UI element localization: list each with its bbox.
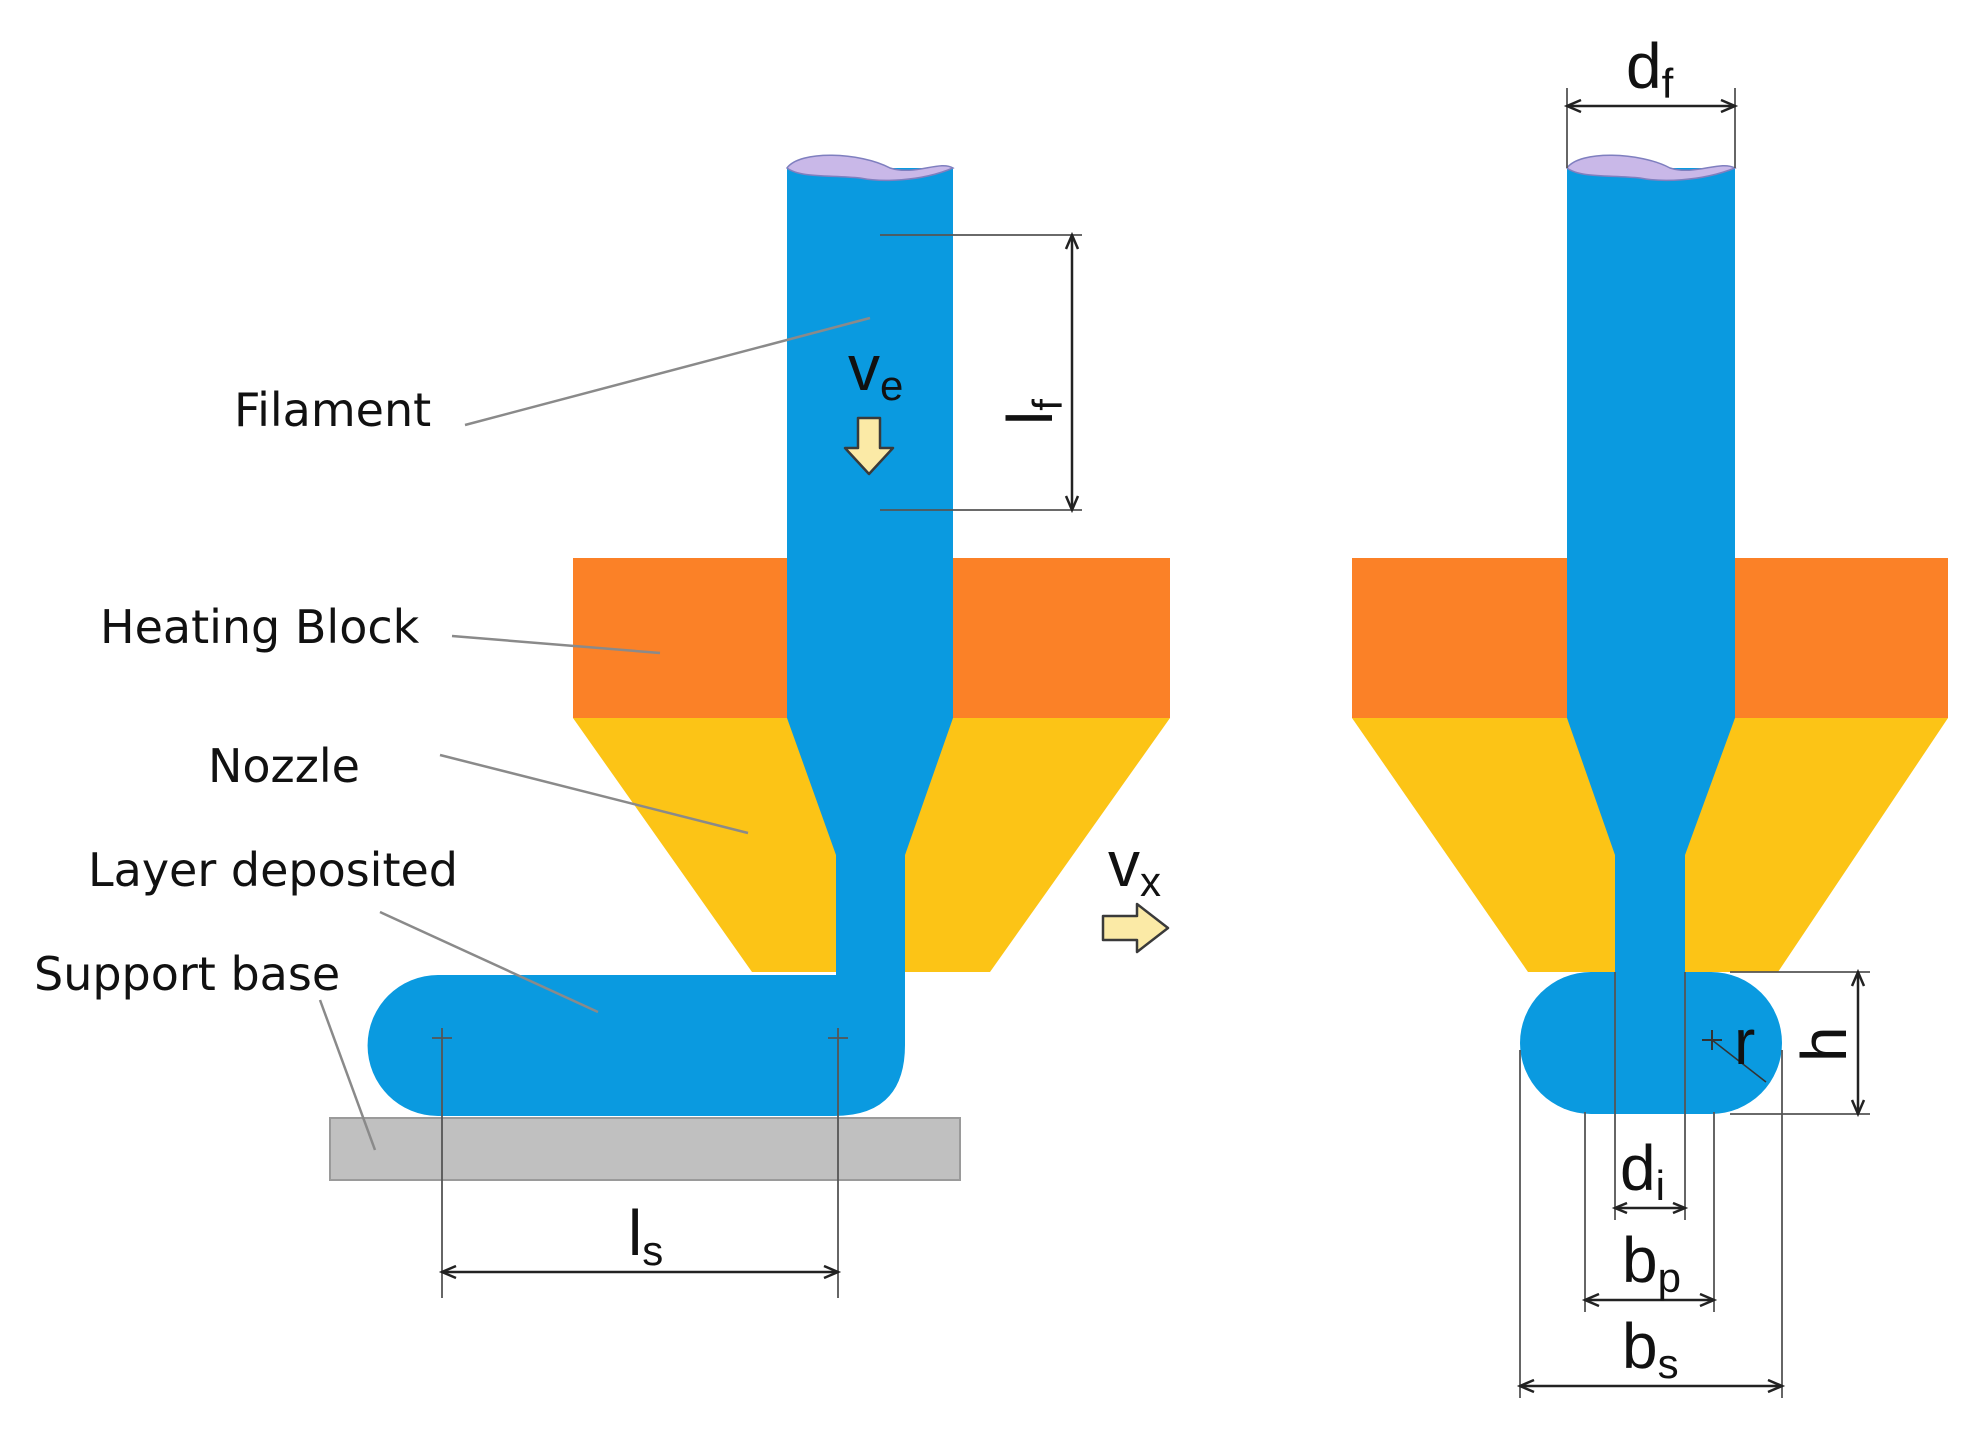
- nozzle-label: Nozzle: [208, 739, 360, 793]
- filament-top-left: [785, 154, 955, 181]
- lf-symbol: lf: [994, 399, 1071, 425]
- filament-right: [1567, 168, 1735, 972]
- heating-block-leader-line: [451, 634, 661, 655]
- bp-dimension: [1581, 1112, 1718, 1312]
- lf-dimension: [880, 231, 1082, 514]
- ls-dimension: [432, 1028, 848, 1298]
- layer-leader-line: [379, 910, 599, 1014]
- di-symbol: di: [1620, 1132, 1665, 1209]
- extrusion-arrow-icon: [843, 416, 895, 476]
- layer-deposited-label: Layer deposited: [88, 843, 458, 897]
- support-base-label: Support base: [34, 947, 340, 1001]
- bs-symbol: bs: [1622, 1310, 1679, 1387]
- ve-symbol: ve: [848, 332, 903, 409]
- radius-marker: [1702, 1030, 1767, 1083]
- di-dimension: [1611, 1116, 1689, 1220]
- nozzle-leader-line: [439, 753, 749, 835]
- bs-dimension: [1516, 1050, 1786, 1398]
- deposited-bead-cross-section: [1520, 972, 1782, 1114]
- filament-leader-line: [464, 316, 871, 427]
- filament-left: [367, 168, 953, 1116]
- travel-arrow-icon: [1101, 902, 1170, 954]
- r-symbol: r: [1734, 1006, 1755, 1078]
- support-base-plate: [329, 1117, 961, 1181]
- df-dimension: [1563, 88, 1739, 168]
- h-dimension: [1730, 968, 1870, 1118]
- vx-symbol: vx: [1108, 828, 1161, 905]
- heating-block-label: Heating Block: [100, 600, 420, 654]
- filament-label: Filament: [234, 383, 431, 437]
- bp-symbol: bp: [1622, 1224, 1681, 1301]
- ls-symbol: ls: [628, 1197, 663, 1274]
- h-symbol: h: [1788, 1026, 1860, 1062]
- support-base-leader-line: [318, 999, 377, 1151]
- df-symbol: df: [1626, 30, 1674, 107]
